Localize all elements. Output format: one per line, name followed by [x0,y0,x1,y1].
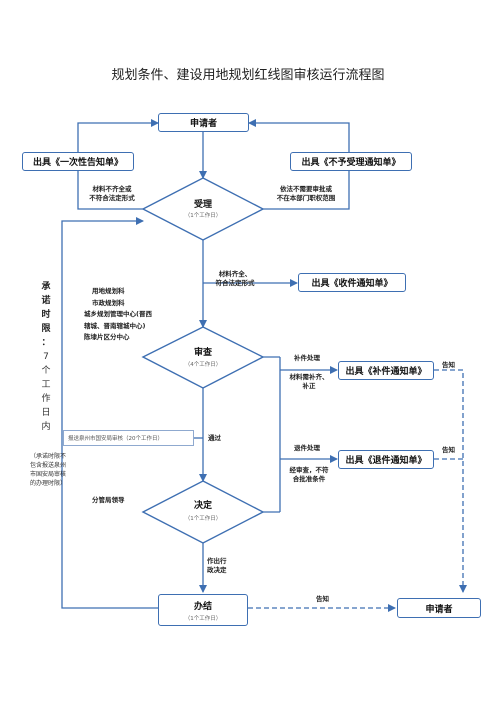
review-title: 审查 [193,348,212,358]
supplement-notice-node: 出具《补件通知单》 [338,361,434,380]
security-review-text: 报送泉州市国安局审核（20个工作日） [68,436,163,442]
promise-char-3: 时 [41,310,51,320]
no-approval-line-1: 依法不需要审批或 [280,185,332,193]
promise-time-limit: 承 诺 时 限 ： 7 个 工 作 日 内 [40,280,52,434]
promise-char-5: ： [41,338,51,348]
once-notice-label: 出具《一次性告知单》 [32,158,123,168]
return-reason-line-1: 经审查，不符 [289,466,329,474]
department-list: 用地规划科 市政规划科 城乡规划管理中心(晋西 辖城、晋南辖城中心) 陈埭片区分… [84,286,194,344]
execute-line-1: 作出行 [207,557,227,565]
execute-label: 作出行 政决定 [207,557,241,576]
review-diamond [141,326,265,389]
return-notice-node: 出具《退件通知单》 [338,450,434,469]
promise-char-2: 诺 [41,296,51,306]
review-days: （4个工作日） [184,362,222,368]
complete-line-1: 材料齐全、 [218,270,252,278]
receipt-notice-label: 出具《收件通知单》 [311,279,393,289]
applicant-right-label: 申请者 [425,604,453,615]
supplement-reason-line-1: 材料需补齐、 [289,373,329,381]
accept-title: 受理 [193,200,212,210]
incomplete-line-2: 不符合法定形式 [89,194,135,203]
applicant-node: 申请者 [158,113,249,132]
decide-days: （1个工作日） [184,516,222,522]
promise-char-10: 日 [41,408,51,418]
department-5: 陈埭片区分中心 [84,333,130,341]
reject-notice-label: 出具《不予受理通知单》 [301,158,401,168]
accept-diamond [141,177,265,241]
supplement-notice-label: 出具《补件通知单》 [345,367,427,377]
finish-days: （1个工作日） [184,615,222,622]
promise-char-8: 工 [41,380,51,390]
supplement-reason-label: 材料需补齐、 补正 [283,373,335,392]
department-1: 用地规划科 [92,287,125,295]
applicant-label: 申请者 [189,119,217,129]
once-notice-node: 出具《一次性告知单》 [22,152,134,171]
decide-title: 决定 [193,501,212,511]
pass-label: 通过 [208,434,221,442]
incomplete-label: 材料不齐全或 不符合法定形式 [78,185,146,204]
promise-char-9: 作 [41,394,51,404]
supplement-process-label: 补件处理 [294,354,320,362]
promise-char-7: 个 [41,366,51,376]
page-title: 规划条件、建设用地规划红线图审核运行流程图 [111,68,385,83]
receipt-notice-node: 出具《收件通知单》 [298,273,406,292]
accept-days: （1个工作日） [184,213,222,219]
no-approval-label: 依法不需要审批或 不在本部门职权范围 [266,185,346,204]
department-2: 市政规划科 [92,298,125,307]
notify-label-1: 告知 [442,361,455,369]
applicant-right-node: 申请者 [397,598,481,618]
return-reason-line-2: 合批准条件 [292,475,326,484]
department-3: 城乡规划管理中心(晋西 [84,310,152,318]
execute-line-2: 政决定 [207,566,227,575]
leader-label: 分管局领导 [92,496,125,504]
security-review-note: 报送泉州市国安局审核（20个工作日） [63,430,194,446]
return-reason-label: 经审查，不符 合批准条件 [283,466,335,485]
finish-node: 办结 （1个工作日） [158,594,248,626]
promise-char-1: 承 [41,282,51,292]
promise-char-4: 限 [41,324,51,334]
supplement-reason-line-2: 补正 [302,382,316,391]
reject-notice-node: 出具《不予受理通知单》 [290,152,412,171]
promise-char-6: 7 [43,352,49,362]
no-approval-line-2: 不在本部门职权范围 [276,194,336,203]
complete-label: 材料齐全、 符合法定形式 [205,270,265,289]
promise-note: （承诺时限不包含报送泉州市国安局审核的办理时限） [30,453,67,487]
promise-char-11: 内 [41,422,51,432]
notify-label-2: 告知 [442,446,455,454]
decide-diamond [141,480,265,544]
incomplete-line-1: 材料不齐全或 [92,185,132,193]
department-4: 辖城、晋南辖城中心) [84,321,146,330]
notify-label-3: 告知 [316,595,329,603]
return-process-label: 退件处理 [294,444,320,452]
return-notice-label: 出具《退件通知单》 [345,456,427,466]
finish-title: 办结 [193,601,212,612]
complete-line-2: 符合法定形式 [215,279,255,288]
